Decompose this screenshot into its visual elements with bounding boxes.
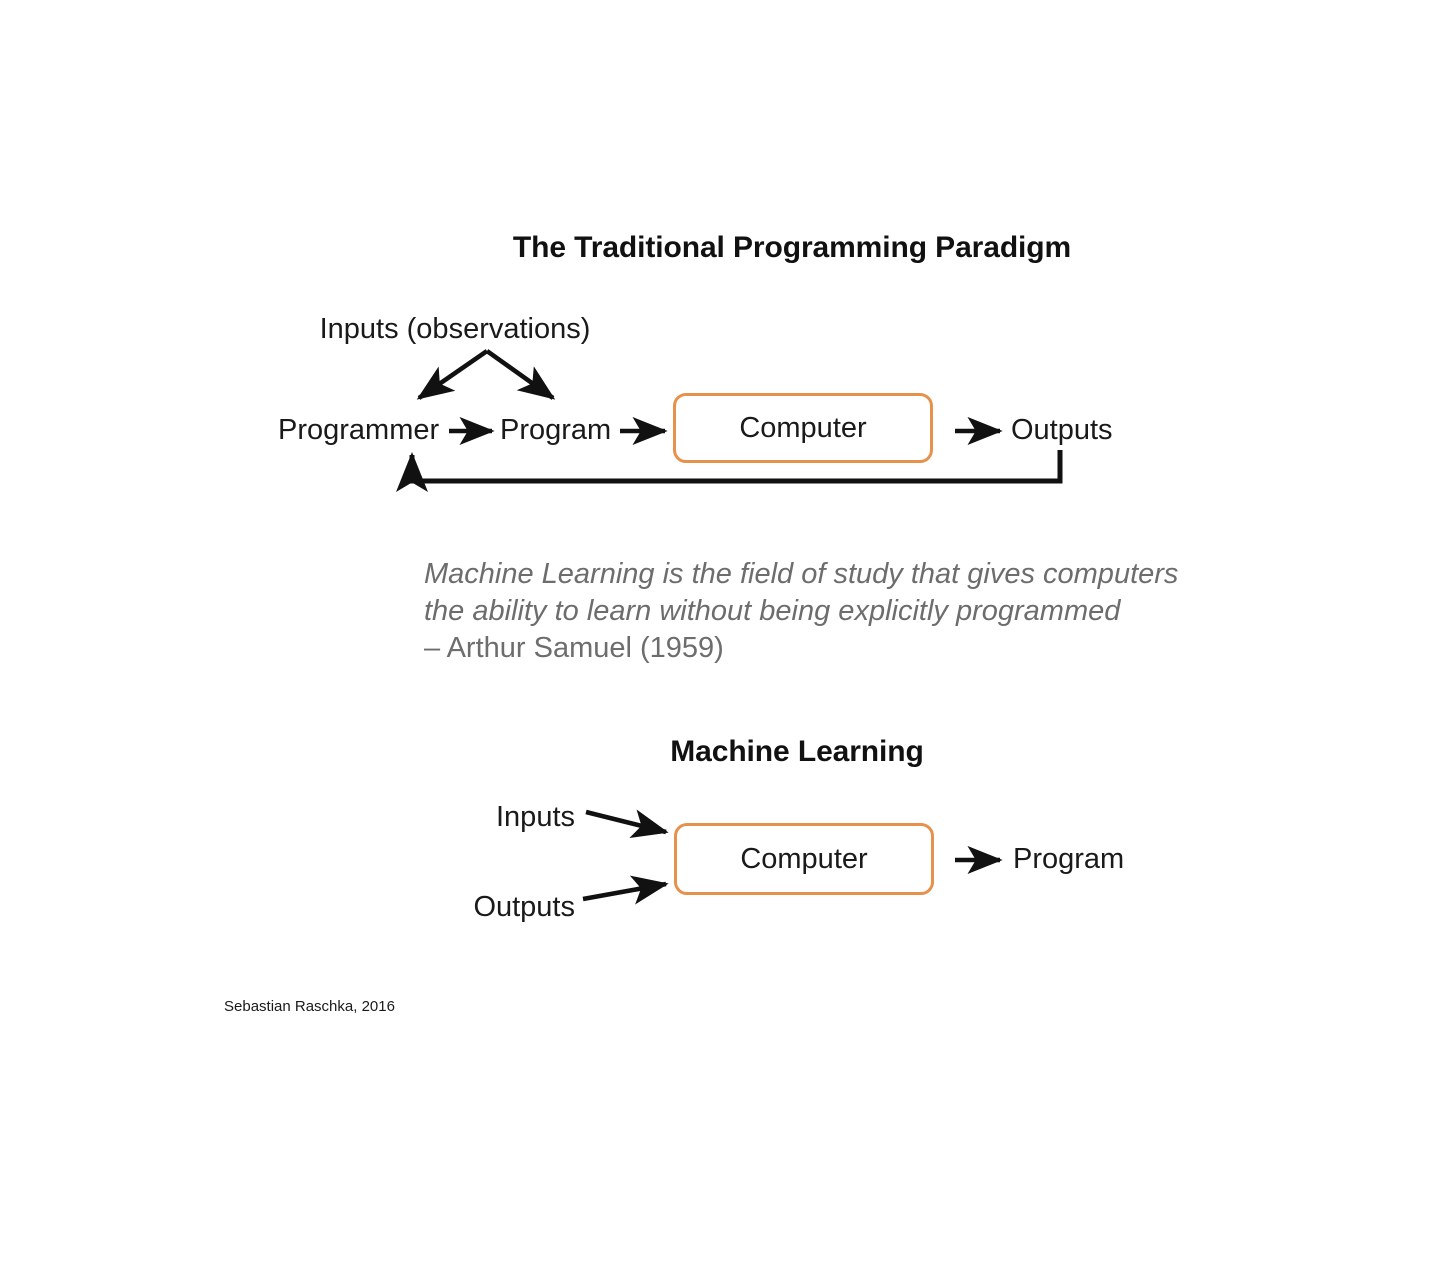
label-program: Program [500,414,612,446]
label-ml-outputs: Outputs [473,891,575,923]
traditional-paradigm-heading: The Traditional Programming Paradigm [512,231,1072,264]
computer-box-traditional: Computer [673,393,933,463]
quote-attribution: – Arthur Samuel (1959) [424,632,724,664]
arthur-samuel-quote: Machine Learning is the field of study t… [424,556,1178,667]
arrow-ml-inputs-to-computer [585,809,669,839]
quote-line-2: the ability to learn without being expli… [424,595,1121,627]
computer-box-ml-label: Computer [740,842,868,875]
arrow-ml-outputs-to-computer [582,875,669,905]
computer-box-traditional-label: Computer [739,411,867,444]
computer-box-machine-learning: Computer [674,823,934,895]
label-outputs: Outputs [1011,414,1113,446]
inputs-fork-arrows [416,349,556,400]
label-ml-inputs: Inputs [496,801,575,833]
quote-line-1: Machine Learning is the field of study t… [424,558,1179,590]
label-ml-program: Program [1013,843,1125,875]
machine-learning-heading: Machine Learning [670,735,924,768]
label-programmer: Programmer [278,414,440,446]
label-inputs-observations: Inputs (observations) [319,313,591,345]
author-credit: Sebastian Raschka, 2016 [224,998,395,1015]
